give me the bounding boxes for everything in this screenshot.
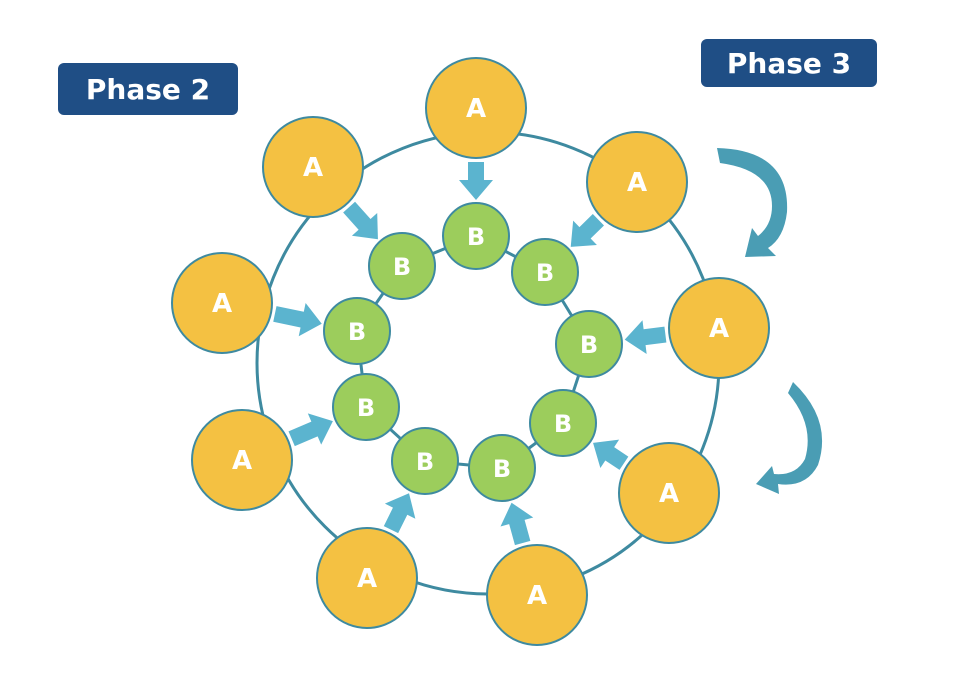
- node-b-label: B: [493, 455, 511, 483]
- node-a-label: A: [627, 168, 647, 198]
- flow-arrow: [343, 201, 378, 240]
- node-a: [486, 544, 588, 646]
- flow-arrow: [383, 493, 416, 534]
- flow-arrow: [624, 320, 667, 355]
- node-b: [442, 202, 510, 270]
- node-a-label: A: [659, 479, 679, 509]
- node-b: [555, 310, 623, 378]
- node-a-label: A: [466, 94, 486, 124]
- node-b: [468, 434, 536, 502]
- node-a-label: A: [527, 581, 547, 611]
- node-a-label: A: [357, 564, 377, 594]
- node-b-label: B: [357, 394, 375, 422]
- node-a-label: A: [303, 153, 323, 183]
- node-a: [316, 527, 418, 629]
- node-b-label: B: [416, 448, 434, 476]
- node-b-label: B: [580, 331, 598, 359]
- node-a: [425, 57, 527, 159]
- node-b-label: B: [348, 318, 366, 346]
- clockwise-arrow-lower-icon: [756, 382, 823, 494]
- flow-arrow: [273, 302, 322, 337]
- flow-arrow: [288, 413, 333, 447]
- flow-arrow: [459, 162, 493, 200]
- node-b: [511, 238, 579, 306]
- node-a: [668, 277, 770, 379]
- phase-2-badge: Phase 2: [58, 63, 238, 115]
- node-b: [323, 297, 391, 365]
- node-a: [586, 131, 688, 233]
- phase-3-badge: Phase 3: [701, 39, 877, 87]
- flow-arrow: [500, 502, 534, 546]
- node-b: [368, 232, 436, 300]
- node-a: [262, 116, 364, 218]
- phase-3-label: Phase 3: [726, 46, 852, 80]
- node-b: [332, 373, 400, 441]
- node-a-label: A: [232, 446, 252, 476]
- node-b: [391, 427, 459, 495]
- node-b-label: B: [393, 253, 411, 281]
- node-a: [618, 442, 720, 544]
- node-b-label: B: [467, 223, 485, 251]
- flow-arrow: [593, 439, 629, 470]
- node-b: [529, 389, 597, 457]
- node-b-label: B: [554, 410, 572, 438]
- node-a: [191, 409, 293, 511]
- flow-arrow: [570, 214, 604, 247]
- clockwise-arrow-upper-icon: [717, 148, 788, 257]
- phase-2-label: Phase 2: [85, 72, 211, 106]
- node-a: [171, 252, 273, 354]
- node-b-label: B: [536, 259, 554, 287]
- node-a-label: A: [212, 289, 232, 319]
- node-a-label: A: [709, 314, 729, 344]
